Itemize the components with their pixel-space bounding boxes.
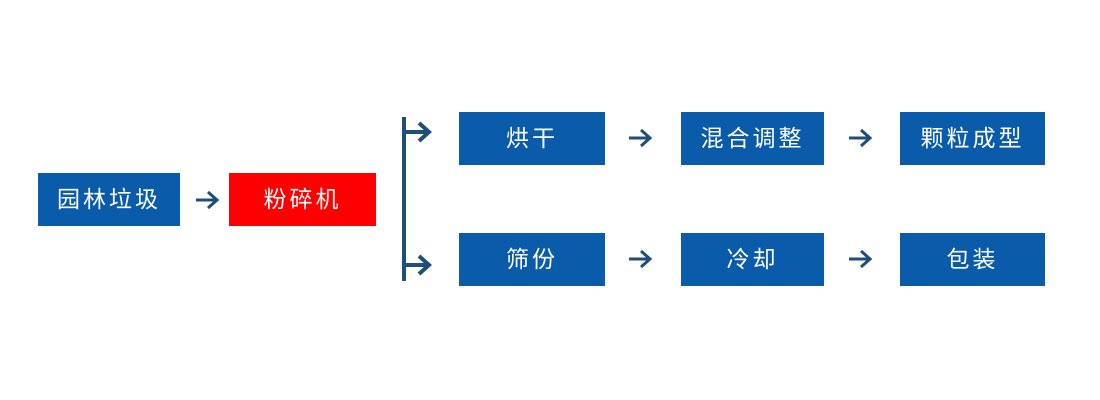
node-mixing-adjustment[interactable]: 混合调整 xyxy=(681,112,824,165)
branch-bracket-icon xyxy=(402,117,432,281)
node-mixing-adjustment-label: 混合调整 xyxy=(700,125,805,151)
arrow-right-icon xyxy=(849,249,873,269)
node-cooling-label: 冷却 xyxy=(726,246,779,272)
arrow-right-icon xyxy=(629,128,653,148)
node-crusher-label: 粉碎机 xyxy=(263,186,342,212)
node-packaging[interactable]: 包装 xyxy=(900,233,1045,286)
node-crusher[interactable]: 粉碎机 xyxy=(229,173,376,226)
arrow-right-icon xyxy=(629,249,653,269)
node-drying-label: 烘干 xyxy=(506,125,558,151)
node-sieving[interactable]: 筛份 xyxy=(459,233,605,286)
arrow-right-icon xyxy=(196,190,220,210)
arrow-right-icon xyxy=(849,128,873,148)
node-garden-waste-label: 园林垃圾 xyxy=(57,186,161,212)
node-granulation-label: 颗粒成型 xyxy=(920,125,1025,151)
node-cooling[interactable]: 冷却 xyxy=(681,233,824,286)
node-sieving-label: 筛份 xyxy=(506,246,558,272)
node-drying[interactable]: 烘干 xyxy=(459,112,605,165)
node-granulation[interactable]: 颗粒成型 xyxy=(900,112,1045,165)
node-garden-waste[interactable]: 园林垃圾 xyxy=(38,173,180,226)
node-packaging-label: 包装 xyxy=(946,246,999,272)
